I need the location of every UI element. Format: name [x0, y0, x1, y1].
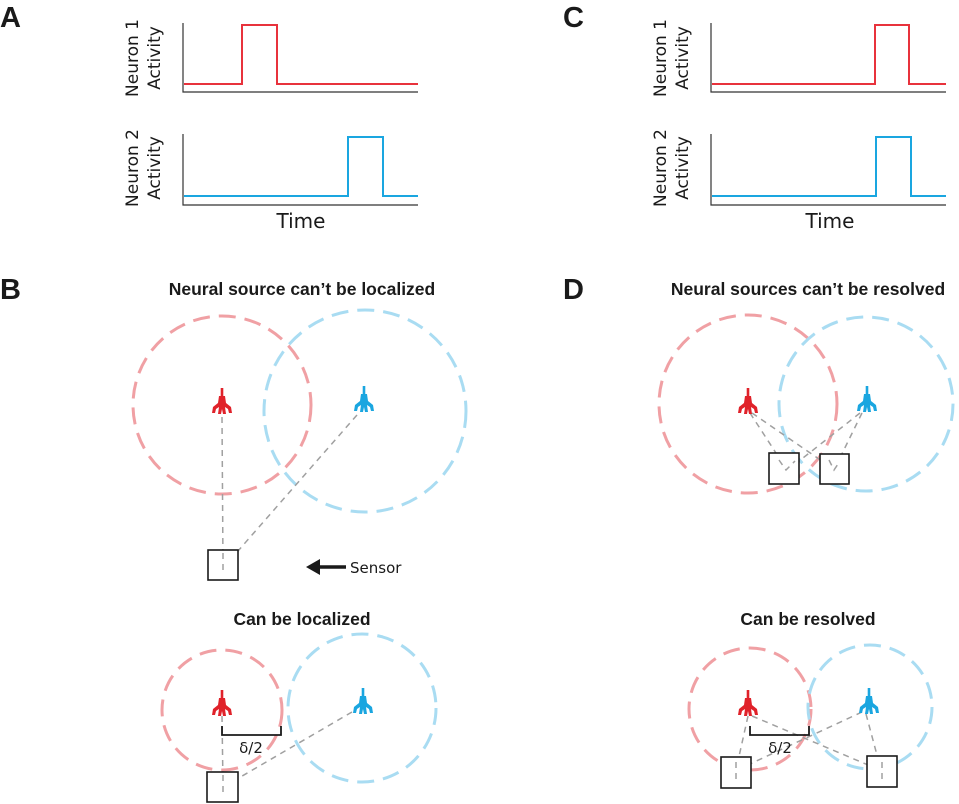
panel-d-top-neuron1-icon [738, 388, 758, 414]
panel-c-neuron2-plot: Neuron 2 Activity Time [651, 129, 946, 233]
panel-letter-b: B [0, 274, 21, 306]
panel-b-distance-label: δ/2 [239, 739, 263, 757]
panel-b-bottom-neuron2-icon [353, 688, 373, 714]
panel-c-neuron1-trace [712, 24, 946, 85]
panel-b-top-ray-neuron1 [221, 416, 224, 567]
panel-b-bottom-neuron1-icon [212, 690, 232, 716]
panel-d-top-sensor2-ray-tail [828, 459, 841, 472]
panel-b-top-neuron2-icon [354, 386, 374, 412]
panel-a-time-label: Time [276, 209, 326, 233]
panel-c-neuron1-plot: Neuron 1 Activity [651, 19, 946, 97]
panel-d-bottom-sensor2-icon [866, 755, 898, 788]
panel-c-neuron1-axes [710, 23, 946, 93]
panel-d-bottom-ray-n1-s2 [751, 715, 881, 771]
panel-b-bottom-field-neuron2 [286, 632, 438, 784]
panel-c-neuron2-trace [712, 136, 946, 197]
panel-d-top-neuron2-icon [857, 386, 877, 412]
panel-c-neuron2-label: Neuron 2 [651, 129, 671, 207]
panel-d-top-field-neuron2 [777, 315, 955, 493]
panel-a-neuron1-axes [182, 23, 418, 93]
panel-c-time-label: Time [805, 209, 855, 233]
panel-d-bottom-neuron2-icon [859, 688, 879, 714]
panel-letter-a: A [0, 2, 21, 34]
panel-c-neuron1-activity-label: Activity [673, 26, 693, 90]
panel-b-bottom-ray-neuron2 [224, 711, 353, 787]
panel-b-top-field-neuron1 [131, 314, 313, 496]
panel-b-bottom-heading: Can be localized [233, 609, 370, 629]
panel-c-neuron1-label: Neuron 1 [651, 19, 671, 97]
panel-b-top-neuron1-icon [212, 388, 232, 414]
panel-b-top-heading: Neural source can’t be localized [169, 279, 435, 299]
panel-b-top-field-neuron2 [262, 308, 468, 514]
panel-d-bottom-field-neuron1 [687, 646, 813, 772]
panel-d-top-heading: Neural sources can’t be resolved [671, 279, 945, 299]
panel-a-neuron2-activity-label: Activity [145, 136, 165, 200]
panel-c-neuron2-axes [710, 134, 946, 206]
panel-a-neuron1-trace [184, 24, 418, 85]
panel-d-distance-bracket [749, 726, 810, 736]
panel-a-neuron1-plot: Neuron 1 Activity [123, 19, 418, 97]
panel-d-bottom-sensor1-icon [720, 756, 752, 789]
panel-c-neuron2-activity-label: Activity [673, 136, 693, 200]
panel-b-distance-bracket [221, 726, 282, 736]
panel-d-bottom-heading: Can be resolved [740, 609, 875, 629]
panel-a-neuron2-plot: Neuron 2 Activity Time [123, 129, 418, 233]
panel-letter-d: D [563, 274, 584, 306]
panel-a-neuron2-label: Neuron 2 [123, 129, 143, 207]
panel-d-top-ray-n2-s1 [788, 412, 861, 470]
panel-d-top-field-neuron1 [657, 313, 839, 495]
panel-d-top-sensor1-icon [768, 452, 800, 485]
panel-b-bottom-field-neuron1 [160, 648, 284, 772]
panel-d-top-ray-n1-s2 [751, 412, 833, 469]
panel-a-neuron1-label: Neuron 1 [123, 19, 143, 97]
panel-b-sensor-label: Sensor [350, 559, 402, 577]
panel-d-bottom-field-neuron2 [806, 643, 934, 771]
panel-d-bottom-neuron1-icon [738, 690, 758, 716]
left-arrow-icon [306, 559, 346, 575]
panel-d-top-sensor1-ray-tail [778, 459, 796, 472]
panel-a-neuron1-activity-label: Activity [145, 26, 165, 90]
panel-d-distance-label: δ/2 [768, 739, 792, 757]
panel-a-neuron2-trace [184, 136, 418, 197]
panel-b-top-ray-neuron2 [223, 414, 358, 568]
panel-a-neuron2-axes [182, 134, 418, 206]
panel-letter-c: C [563, 2, 584, 34]
panel-d-bottom-ray-n2-s1 [736, 711, 863, 771]
